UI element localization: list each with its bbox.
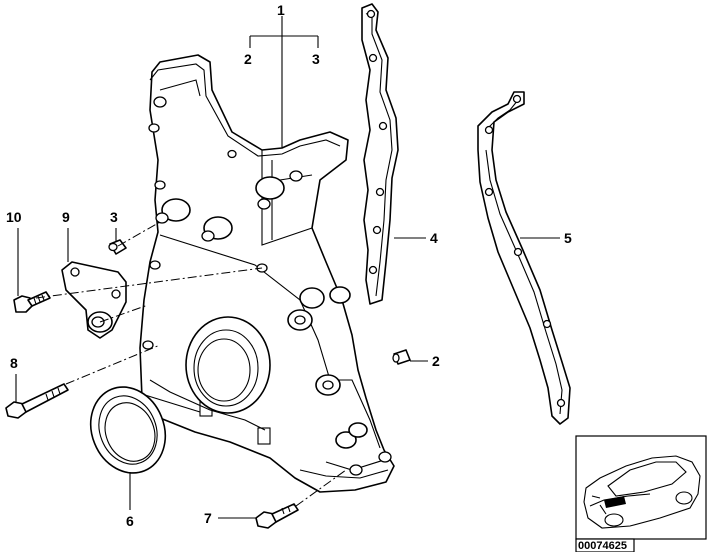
bracket-part-9 bbox=[61, 261, 127, 339]
bolt-part-10 bbox=[13, 291, 51, 313]
bolt-part-8 bbox=[5, 383, 69, 419]
callout-9: 9 bbox=[62, 209, 70, 225]
callout-labels: 1 2 3 4 5 10 9 3 2 8 6 7 bbox=[6, 2, 572, 529]
gasket-part-5 bbox=[477, 91, 571, 425]
callout-2-top: 2 bbox=[244, 51, 252, 67]
bolt-part-7 bbox=[255, 503, 299, 529]
callout-1: 1 bbox=[277, 2, 285, 18]
dowel-sleeve-part-3 bbox=[108, 239, 127, 255]
callout-2-right: 2 bbox=[432, 353, 440, 369]
callout-5: 5 bbox=[564, 230, 572, 246]
vehicle-thumbnail: 00074625 bbox=[575, 435, 707, 552]
callout-3-middle: 3 bbox=[110, 209, 118, 225]
callout-8: 8 bbox=[10, 355, 18, 371]
car-icon bbox=[583, 455, 701, 529]
dowel-pin-part-2 bbox=[392, 349, 411, 365]
callout-leader-lines bbox=[15, 16, 560, 519]
callout-3-top: 3 bbox=[312, 51, 320, 67]
diagram-code: 00074625 bbox=[578, 540, 627, 552]
timing-case-cover bbox=[139, 54, 395, 493]
gasket-part-4 bbox=[361, 3, 399, 305]
callout-10: 10 bbox=[6, 209, 22, 225]
callout-7: 7 bbox=[204, 510, 212, 526]
callout-4: 4 bbox=[430, 230, 438, 246]
shaft-seal-part-6 bbox=[89, 386, 167, 474]
assembly-center-lines bbox=[35, 221, 347, 507]
callout-6: 6 bbox=[126, 513, 134, 529]
